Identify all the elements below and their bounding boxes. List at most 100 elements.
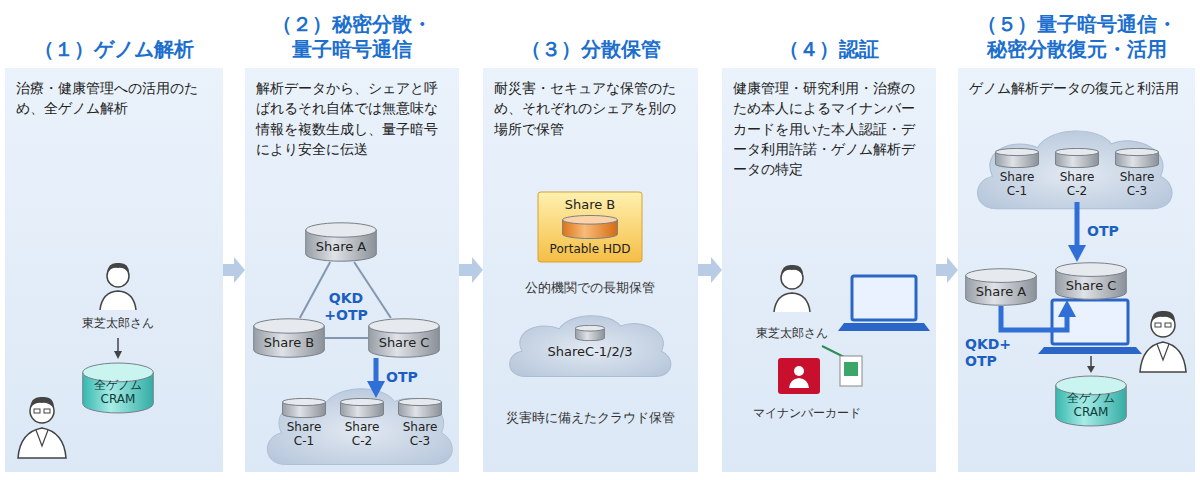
cylinder-top: [369, 319, 440, 333]
share-cylinder-small: Share C-2: [340, 398, 384, 452]
hdd-body: [538, 192, 642, 262]
step-heading: （３）分散保管: [491, 37, 691, 62]
share-label: Share C-3: [1115, 170, 1159, 199]
step-panel: （５）量子暗号通信・秘密分散復元・活用ゲノム解析データの復元と利活用Share …: [958, 68, 1195, 472]
share-label: Share C-1: [995, 170, 1039, 199]
share-cylinder: Share A: [305, 222, 377, 262]
step-description: 解析データから、シェアと呼ばれるそれ自体では無意味な情報を複数生成し、量子暗号に…: [245, 68, 459, 169]
connector-line: [374, 358, 379, 386]
step-panel: （２）秘密分散・量子暗号通信解析データから、シェアと呼ばれるそれ自体では無意味な…: [245, 68, 459, 472]
connector-line: [936, 264, 950, 276]
laptop-icon: [838, 276, 930, 331]
cylinder-top: [1056, 263, 1127, 277]
flow-arrow: [114, 338, 122, 359]
cylinder-top: [340, 398, 383, 405]
connector-line: [1001, 306, 1067, 330]
share-cylinder: Share A: [965, 268, 1037, 306]
share-label: Share A: [976, 284, 1027, 299]
panel-ground: [5, 68, 223, 472]
caption-label: 災害時に備えたクラウド保管: [495, 410, 685, 427]
share-label: Share C: [1066, 278, 1117, 293]
share-cylinder-small: Share C-2: [1055, 148, 1099, 202]
cylinder-top: [282, 398, 325, 405]
share-cylinder-small: Share C-3: [398, 398, 442, 452]
cylinder-shape: [575, 325, 605, 341]
share-cylinder: 全ゲノム CRAM: [1055, 375, 1127, 427]
consent-card-icon: [822, 346, 862, 386]
cylinder-top: [575, 325, 604, 331]
share-label: 全ゲノム CRAM: [88, 378, 148, 407]
share-label: Share B: [565, 197, 616, 212]
step-heading: （５）量子暗号通信・秘密分散復元・活用: [971, 12, 1183, 62]
connector-line: [223, 264, 237, 276]
step-arrow: [459, 257, 483, 283]
edge-label: OTP: [384, 369, 420, 386]
cylinder-shape: [562, 215, 618, 239]
connector-line: [459, 264, 475, 276]
step-arrow: [698, 257, 722, 283]
cylinder-top: [1115, 148, 1158, 155]
cloud-shape: [267, 389, 452, 465]
doctor-icon: [1140, 311, 1186, 372]
person-icon: [100, 263, 136, 310]
cylinder-top: [398, 398, 441, 405]
transfer-arrow: [367, 358, 385, 398]
cylinder-shape: [398, 398, 442, 418]
device-label: Portable HDD: [550, 242, 631, 256]
step-heading: （２）秘密分散・量子暗号通信: [266, 12, 438, 62]
caption-label: マイナンバーカード: [742, 406, 872, 422]
caption-label: 東芝太郎さん: [78, 316, 158, 332]
step-description: 耐災害・セキュアな保管のため、それぞれのシェアを別の場所で保管: [483, 68, 698, 149]
panel-ground: [483, 68, 698, 472]
step-arrow: [223, 257, 245, 283]
caption-label: 公的機関での長期保管: [505, 280, 675, 297]
portable-hdd: Share B Portable HDD: [538, 192, 642, 262]
share-label: Share C-2: [340, 420, 384, 449]
cylinder-top: [563, 215, 618, 224]
share-label: Share C-2: [1055, 170, 1099, 199]
share-label: Share C-1: [282, 420, 326, 449]
transfer-arrow: [1068, 202, 1086, 262]
laptop-icon: [1038, 300, 1142, 354]
step-description: 健康管理・研究利用・治療のため本人によるマイナンバーカードを用いた本人認証・デー…: [722, 68, 936, 189]
share-label: ShareC-1/2/3: [548, 344, 633, 359]
share-cylinder: Share B: [253, 318, 325, 358]
step-heading: （４）認証: [729, 37, 929, 62]
cylinder-shape: [1115, 148, 1159, 168]
share-label: Share B: [264, 335, 315, 350]
step-description: ゲノム解析データの復元と利活用: [958, 68, 1195, 108]
id-card-icon: [778, 358, 820, 394]
cylinder-shape: [282, 398, 326, 418]
panel-ground: [958, 68, 1195, 472]
share-label: Share A: [316, 239, 367, 254]
share-cylinder-small: Share C-1: [995, 148, 1039, 202]
share-cylinder: 全ゲノム CRAM: [82, 362, 154, 414]
person-icon: [774, 265, 810, 312]
share-label: Share C: [379, 335, 430, 350]
panel-ground: [245, 68, 459, 472]
share-label: Share C-3: [398, 420, 442, 449]
cloud-storage: ShareC-1/2/3: [505, 312, 675, 382]
panel-ground: [722, 68, 936, 472]
cylinder-top: [306, 223, 377, 237]
edge-label: OTP: [1085, 223, 1121, 240]
share-cylinder: Share C: [368, 318, 440, 358]
doctor-icon: [18, 397, 66, 458]
panel-grounds: [5, 68, 1195, 472]
caption-label: QKD +OTP: [322, 290, 370, 324]
share-label: 全ゲノム CRAM: [1061, 391, 1121, 420]
step-panel: （１）ゲノム解析治療・健康管理への活用のため、全ゲノム解析全ゲノム CRAM: [5, 68, 223, 472]
cylinder-top: [995, 148, 1038, 155]
caption-label: 東芝太郎さん: [752, 326, 832, 342]
cylinder-top: [966, 269, 1037, 283]
cylinder-top: [1055, 148, 1098, 155]
cloud-outline: [510, 316, 671, 377]
edge-label: QKD+ OTP: [963, 336, 1013, 370]
connector-line: [325, 337, 368, 339]
cylinder-shape: [340, 398, 384, 418]
cylinder-top: [254, 319, 325, 333]
qkd-link: [325, 338, 368, 339]
